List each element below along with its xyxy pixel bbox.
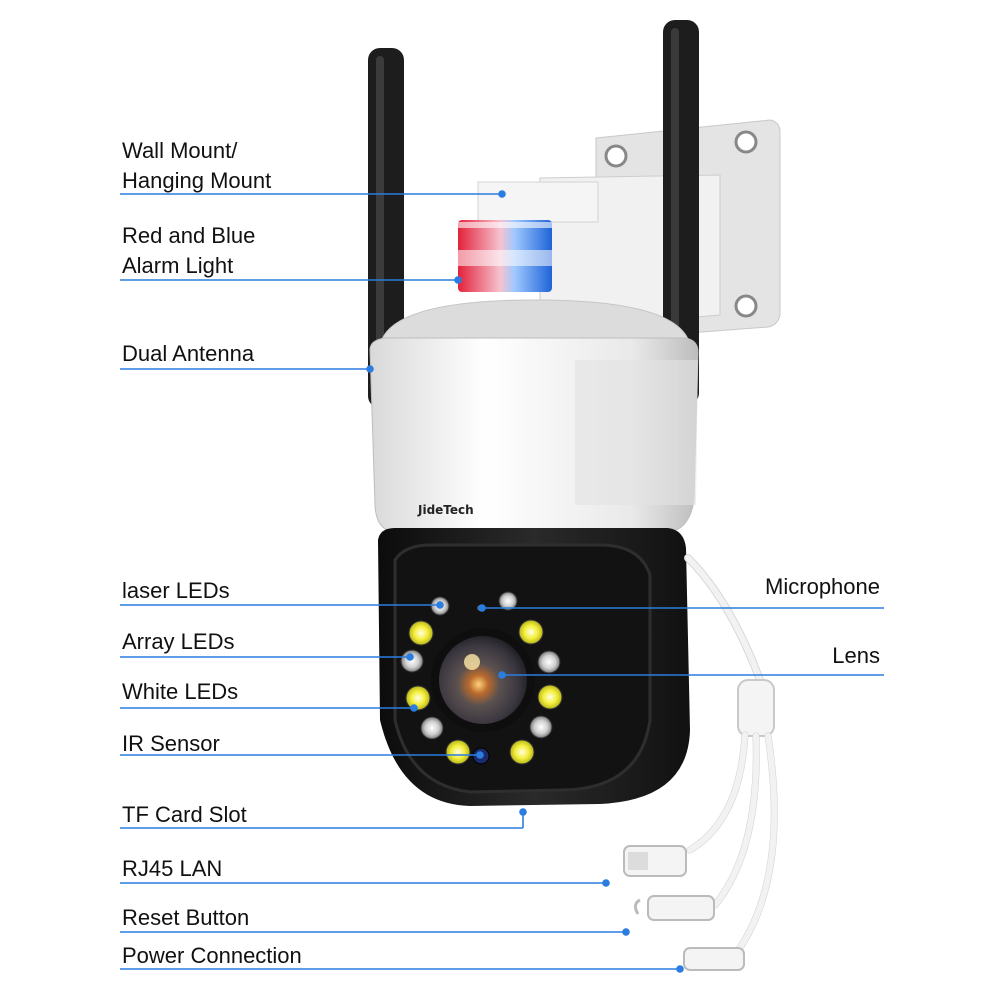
alarm-light bbox=[458, 220, 552, 292]
callout-power-connection: Power Connection bbox=[122, 943, 302, 968]
callout-alarm-light-line1: Red and Blue bbox=[122, 223, 256, 248]
callout-laser-leds: laser LEDs bbox=[122, 578, 230, 603]
rj45-connector bbox=[623, 845, 687, 877]
callout-wall-mount: Wall Mount/ Hanging Mount bbox=[122, 136, 271, 196]
callout-dual-antenna: Dual Antenna bbox=[122, 341, 255, 366]
callout-tf-card-slot: TF Card Slot bbox=[122, 802, 247, 827]
callout-wall-mount-line2: Hanging Mount bbox=[122, 168, 272, 193]
camera-housing-white: JideTech bbox=[369, 337, 699, 533]
callout-white-leds: White LEDs bbox=[122, 679, 239, 704]
antenna-right bbox=[663, 20, 699, 405]
antenna-left bbox=[368, 48, 404, 408]
lens bbox=[431, 628, 535, 732]
callout-alarm-light: Red and Blue Alarm Light bbox=[122, 221, 255, 281]
reset-button-connector bbox=[633, 895, 715, 921]
callout-ir-sensor: IR Sensor bbox=[122, 731, 220, 756]
camera-head-black bbox=[378, 528, 690, 806]
callout-microphone: Microphone bbox=[765, 574, 880, 599]
leader-lines bbox=[120, 190, 884, 973]
callout-reset-button: Reset Button bbox=[122, 905, 250, 930]
callout-alarm-light-line2: Alarm Light bbox=[122, 253, 234, 278]
callout-lens: Lens bbox=[832, 643, 880, 668]
cable bbox=[684, 554, 778, 959]
brand-logo: JideTech bbox=[417, 503, 474, 517]
callout-array-leds: Array LEDs bbox=[122, 629, 235, 654]
power-connector bbox=[683, 947, 745, 971]
callout-wall-mount-line1: Wall Mount/ bbox=[122, 138, 238, 163]
laser-led bbox=[498, 591, 518, 611]
callout-rj45-lan: RJ45 LAN bbox=[122, 856, 223, 881]
